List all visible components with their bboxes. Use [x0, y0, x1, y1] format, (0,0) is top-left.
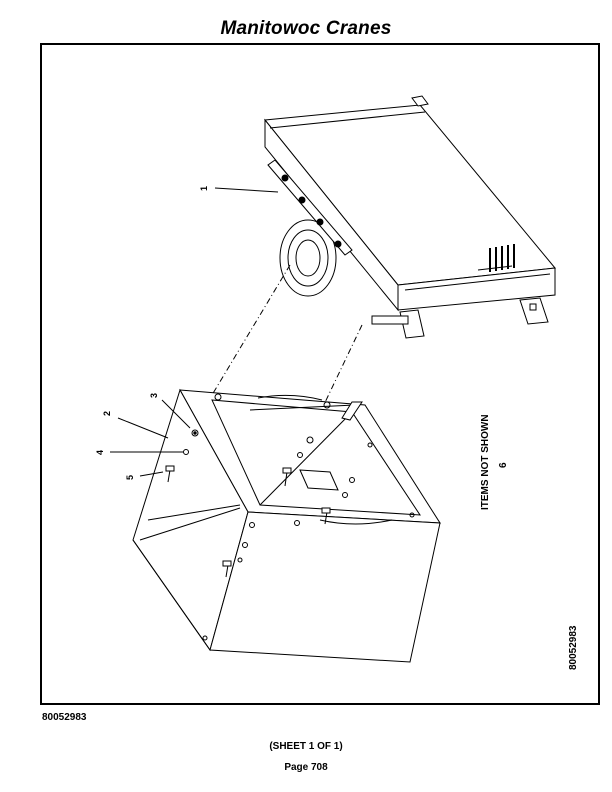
callout-2: 2	[102, 411, 112, 416]
callout-1: 1	[199, 186, 209, 191]
drawing-part-number: 80052983	[568, 625, 579, 670]
drawing-frame	[40, 43, 600, 705]
mounting-box	[132, 388, 441, 663]
callout-5: 5	[125, 475, 135, 480]
callout-3: 3	[149, 393, 159, 398]
sheet-label: (SHEET 1 OF 1)	[269, 741, 343, 752]
callout-4: 4	[95, 450, 105, 455]
page-title: Manitowoc Cranes	[220, 18, 392, 39]
items-not-shown-value: 6	[498, 462, 509, 468]
document-number: 80052983	[42, 712, 87, 723]
items-not-shown-label: ITEMS NOT SHOWN	[480, 414, 491, 510]
heater-unit	[264, 95, 556, 339]
page-number: Page 708	[284, 762, 328, 773]
leader-lines	[110, 187, 279, 477]
